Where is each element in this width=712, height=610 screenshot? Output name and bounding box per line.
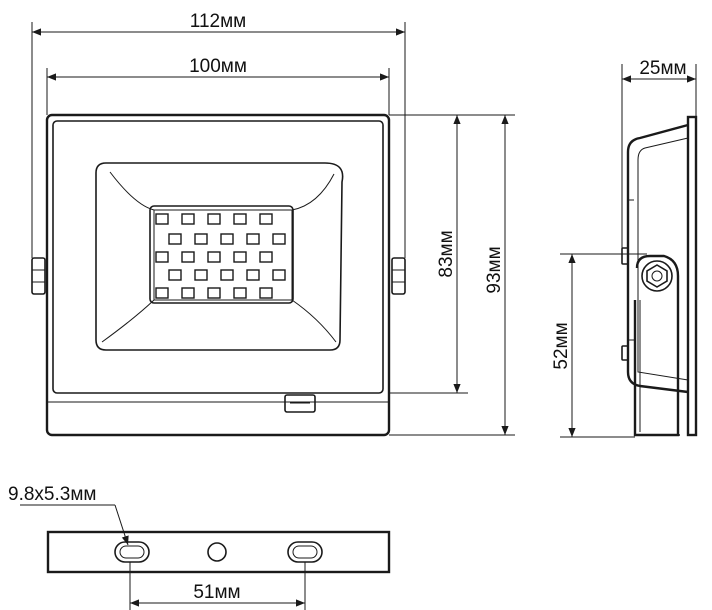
center-hole (207, 542, 227, 562)
body-height-label: 83мм (436, 230, 457, 277)
body-width-label: 100мм (189, 56, 247, 77)
bracket-plate (46, 530, 391, 574)
led-panel (149, 205, 294, 304)
left-mounting-slot (114, 541, 150, 563)
cable-gland (284, 394, 316, 413)
floodlight-front-frame (52, 120, 384, 394)
front-view (31, 113, 406, 437)
overall-height-label: 93мм (484, 246, 505, 293)
dimension-lines (31, 22, 515, 436)
hole-spacing-label: 51мм (193, 582, 240, 603)
reflector-window (95, 162, 344, 351)
slot-size-label: 9.8x5.3мм (8, 484, 96, 505)
floodlight-body (45, 113, 391, 437)
side-dimension-lines (560, 64, 697, 438)
led-array (155, 213, 286, 299)
bracket-dimension-lines (20, 504, 306, 610)
depth-label: 25мм (639, 58, 686, 79)
bracket-bottom-view (46, 530, 391, 574)
left-bolt (31, 257, 46, 295)
bracket-height-label: 52мм (551, 322, 572, 369)
side-view (621, 115, 698, 437)
right-bolt (391, 257, 406, 295)
mounting-bracket (633, 254, 680, 437)
overall-width-label: 112мм (190, 11, 246, 32)
bracket-bolt (641, 260, 673, 292)
